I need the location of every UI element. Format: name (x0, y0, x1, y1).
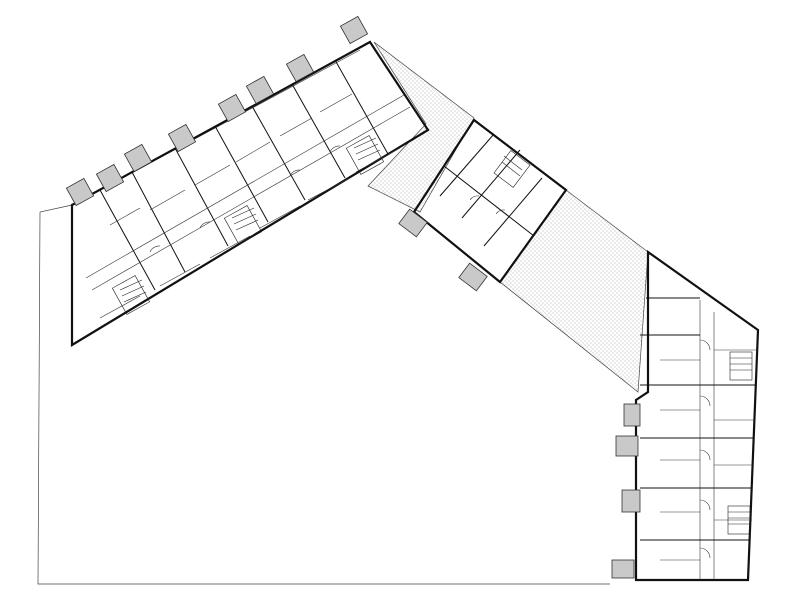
passage-hatch-east (499, 189, 649, 393)
stair-west-2 (223, 205, 263, 245)
stair-east-2 (727, 505, 751, 535)
stair-west-1 (111, 275, 151, 315)
east-wing (634, 249, 760, 582)
west-wing-balconies (65, 15, 369, 207)
stair-west-3 (345, 135, 385, 175)
passage-hatch-north (367, 41, 475, 213)
east-wing-balconies (611, 403, 641, 579)
balcony-central-1 (398, 208, 428, 238)
site-boundary (37, 204, 610, 585)
stair-east-1 (729, 351, 753, 381)
balcony-central-2 (458, 262, 488, 292)
central-block (412, 118, 568, 284)
stair-central (493, 150, 531, 188)
west-wing (70, 40, 430, 347)
